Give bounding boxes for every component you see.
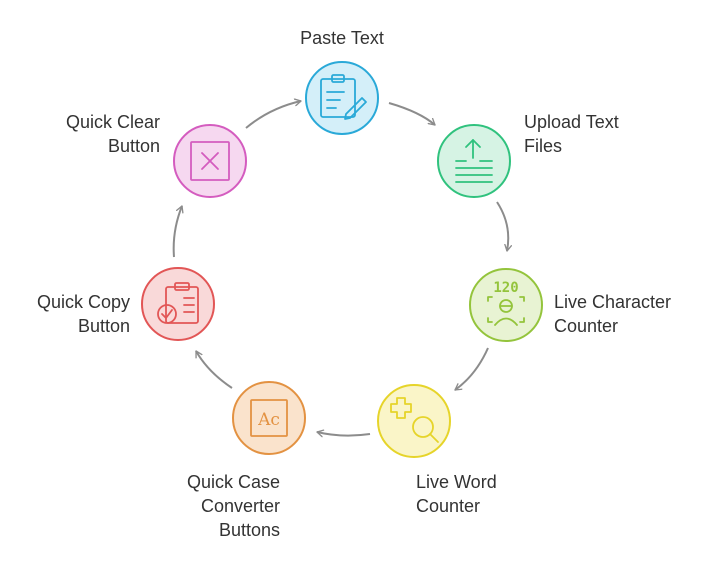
step-label-line: Live Word: [416, 472, 497, 492]
clear-x-icon: [190, 141, 230, 181]
case-convert-letters: Ac: [257, 410, 280, 430]
step-label-line: Files: [524, 136, 563, 156]
step-circle: [141, 267, 215, 341]
step-quick-copy-button: [141, 267, 215, 341]
step-circle: [469, 268, 543, 342]
arrow-word-to-case: [316, 429, 371, 438]
arrow-paste-to-upload: [388, 102, 436, 126]
step-label-line: Button: [107, 136, 160, 156]
arrow-clear-to-paste: [245, 98, 302, 129]
step-circle: [437, 124, 511, 198]
step-label-line: Buttons: [218, 520, 280, 540]
arrow-copy-to-clear: [172, 205, 184, 258]
step-label-line: Quick Copy: [36, 292, 130, 312]
step-quick-clear-button: [173, 124, 247, 198]
clipboard-check-icon: [157, 282, 199, 324]
step-label-line: Quick Case: [186, 472, 280, 492]
upload-lines-icon: [455, 139, 493, 183]
step-label-line: Counter: [416, 496, 481, 516]
step-label-line: Quick Clear: [65, 112, 160, 132]
step-label-line: Paste Text: [300, 28, 384, 48]
arrow-character-to-word: [454, 347, 489, 391]
step-label-line: Converter: [200, 496, 280, 516]
step-label-line: Counter: [554, 316, 619, 336]
step-label-line: Live Character: [554, 292, 672, 312]
step-label-line: Button: [77, 316, 130, 336]
clipboard-pencil-icon: [320, 74, 367, 120]
step-circle: [305, 61, 379, 135]
cycle-arrows: [172, 98, 513, 438]
step-upload-text-files: [437, 124, 511, 198]
plus-search-icon: [390, 397, 439, 443]
step-live-character-counter: 120: [469, 268, 543, 342]
step-paste-text: [305, 61, 379, 135]
character-count-number: 120: [493, 280, 518, 296]
arrow-case-to-copy: [195, 350, 233, 389]
character-count-icon: 120: [487, 280, 525, 326]
step-label-line: Upload Text: [524, 112, 619, 132]
step-label-paste-text: Paste Text: [282, 26, 402, 50]
step-live-word-counter: [377, 384, 451, 458]
case-convert-icon: Ac: [250, 399, 288, 437]
arrow-upload-to-character: [496, 201, 513, 252]
step-quick-case-converter-buttons: Ac: [232, 381, 306, 455]
